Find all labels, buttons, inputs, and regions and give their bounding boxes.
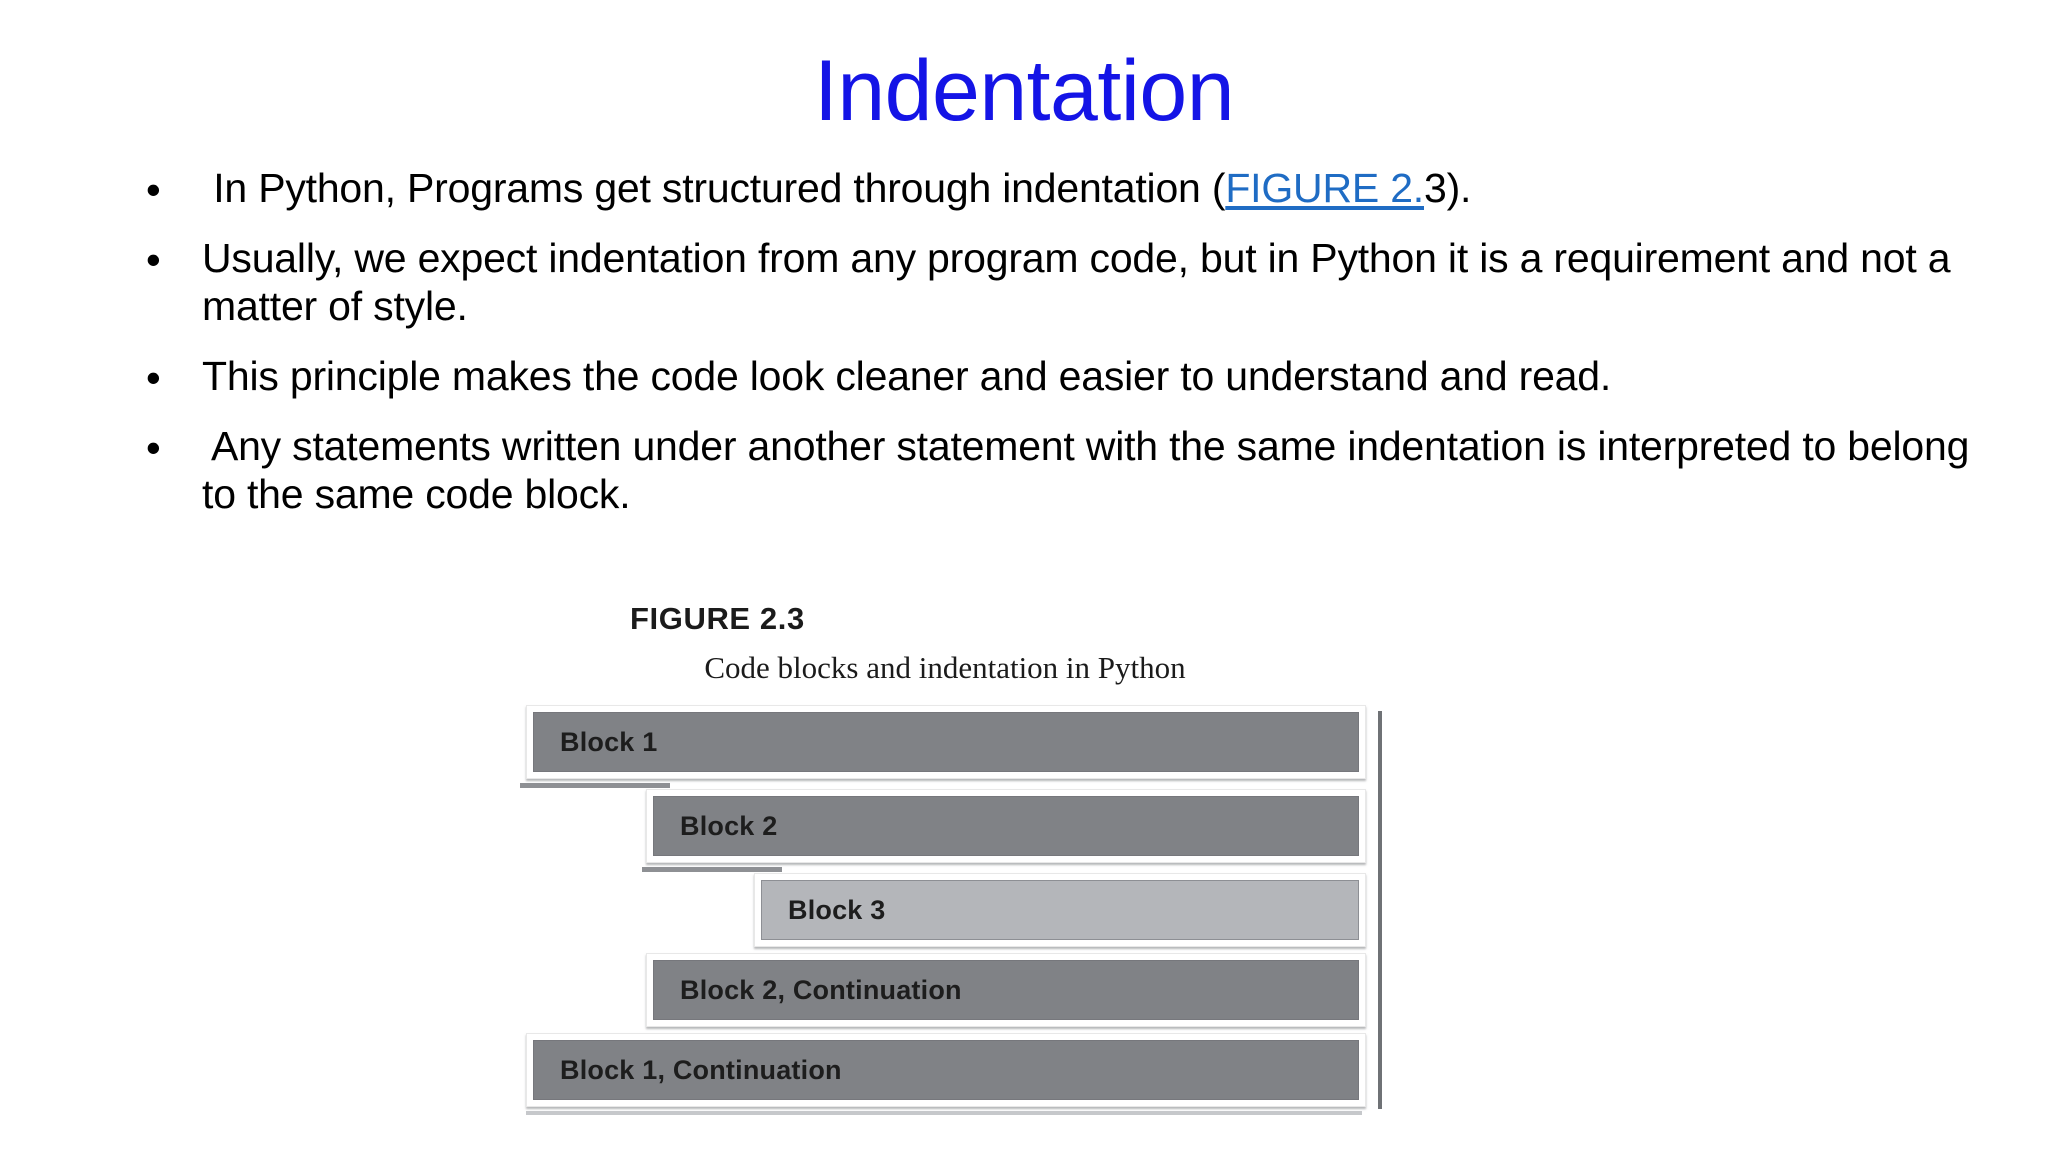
bullet-4-body: Any statements written under another sta…	[202, 422, 1970, 517]
bullet-marker: •	[146, 235, 161, 283]
leading-space	[202, 423, 211, 469]
figure-number: FIGURE 2.3	[630, 601, 805, 636]
bullet-marker: •	[146, 166, 161, 213]
diagram-block-2-continuation: Block 2, Continuation	[646, 953, 1366, 1027]
bullet-text-3: This principle makes the code look clean…	[202, 352, 1612, 399]
diagram-block-3-fill: Block 3	[761, 880, 1359, 940]
diagram-block-1-continuation-fill: Block 1, Continuation	[533, 1040, 1359, 1100]
diagram-block-1-label: Block 1	[560, 726, 658, 757]
diagram-block-1: Block 1	[526, 705, 1366, 779]
bullet-marker: •	[146, 353, 161, 401]
diagram-block-2: Block 2	[646, 789, 1366, 863]
diagram-block-2-continuation-label: Block 2, Continuation	[680, 974, 962, 1005]
diagram-stub-2	[642, 867, 782, 872]
diagram-block-2-continuation-fill: Block 2, Continuation	[653, 960, 1359, 1020]
bullet-1-segment-post: 3).	[1424, 165, 1472, 211]
diagram-block-3-label: Block 3	[788, 894, 886, 925]
page-title: Indentation	[813, 43, 1235, 139]
list-item: • In Python, Programs get structured thr…	[140, 165, 2000, 213]
bullet-1-segment-pre: In Python, Programs get structured throu…	[213, 165, 1226, 211]
list-item: • This principle makes the code look cle…	[140, 353, 2000, 401]
figure-2-hyperlink[interactable]: FIGURE 2.	[1225, 165, 1424, 211]
figure-subtitle: Code blocks and indentation in Python	[704, 650, 1186, 686]
bullet-text-1: In Python, Programs get structured throu…	[202, 165, 2000, 213]
code-block-diagram: Block 1 Block 2 Block 3 Block 2, Continu…	[520, 705, 1400, 1125]
bullet-text-4: Any statements written under another sta…	[202, 423, 2000, 519]
diagram-block-1-continuation-label: Block 1, Continuation	[560, 1054, 842, 1085]
diagram-block-2-fill: Block 2	[653, 796, 1359, 856]
diagram-stub-1	[520, 783, 670, 788]
bullet-list: • In Python, Programs get structured thr…	[140, 165, 2000, 541]
leading-space	[202, 165, 213, 211]
bullet-marker: •	[146, 423, 161, 471]
list-item: • Any statements written under another s…	[140, 423, 2000, 519]
bullet-text-2: Usually, we expect indentation from any …	[202, 234, 1951, 329]
diagram-block-2-label: Block 2	[680, 810, 778, 841]
diagram-base-shadow	[526, 1111, 1362, 1115]
diagram-block-3: Block 3	[754, 873, 1366, 947]
list-item: • Usually, we expect indentation from an…	[140, 235, 2000, 331]
figure-caption: FIGURE 2.3 Code blocks and indentation i…	[630, 600, 1450, 686]
diagram-block-1-continuation: Block 1, Continuation	[526, 1033, 1366, 1107]
diagram-block-1-fill: Block 1	[533, 712, 1359, 772]
diagram-right-spine	[1378, 711, 1382, 1109]
